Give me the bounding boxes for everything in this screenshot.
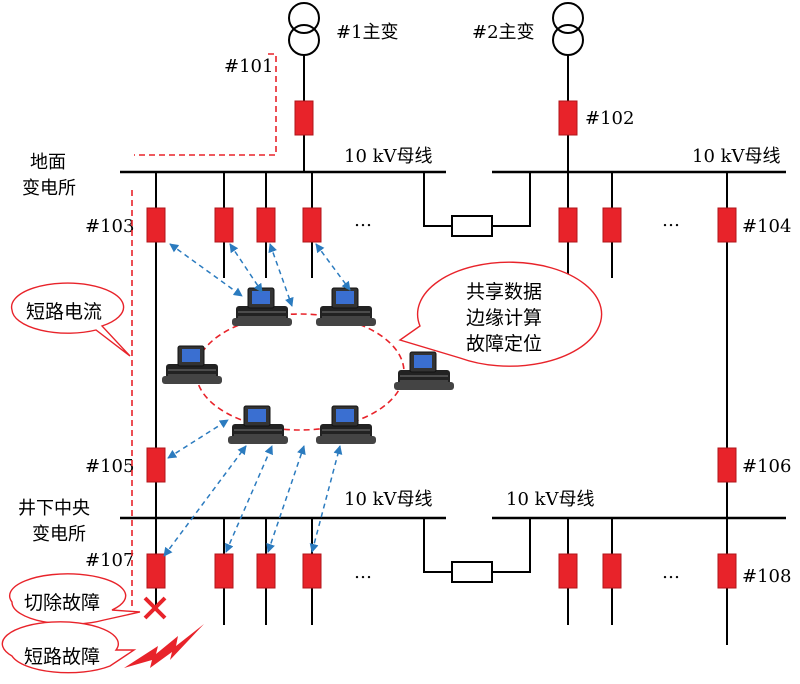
edge-device-5: [227, 405, 289, 445]
underground-station-label-2: 变电所: [32, 524, 86, 545]
breaker-101-label: #101: [224, 56, 273, 77]
ellipsis-top-right: …: [662, 210, 680, 231]
bus-bottom-right-label: 10 kV母线: [506, 489, 595, 510]
callout-edge-line-2: 边缘计算: [466, 307, 542, 329]
breaker-bottom-feeder-4: [558, 553, 578, 589]
breaker-105-label: #105: [85, 456, 134, 477]
callout-edge-line-1: 共享数据: [466, 281, 542, 303]
breaker-102-label: #102: [585, 108, 634, 129]
breaker-105: [146, 447, 166, 483]
callout-short-fault-text: 短路故障: [24, 646, 100, 668]
callout-cut-fault-text: 切除故障: [24, 592, 100, 614]
breaker-103: [146, 207, 166, 243]
breaker-bottom-feeder-3: [302, 553, 322, 589]
tie-bottom-switch: [451, 561, 493, 583]
breaker-108: [717, 553, 737, 589]
ellipsis-bottom-left: …: [354, 562, 372, 583]
breaker-102: [558, 100, 578, 136]
edge-computing-ring: [195, 313, 405, 431]
ground-station-label-1: 地面: [30, 152, 66, 173]
breaker-top-feeder-3: [302, 207, 322, 243]
underground-station-label-1: 井下中央: [18, 498, 90, 519]
bus-bottom-left-label: 10 kV母线: [344, 489, 433, 510]
ellipsis-top-left: …: [354, 210, 372, 231]
short-current-path-top: [134, 53, 277, 156]
breaker-bottom-feeder-5: [602, 553, 622, 589]
breaker-106-label: #106: [742, 456, 791, 477]
breaker-top-feeder-2: [256, 207, 276, 243]
breaker-101: [294, 100, 314, 136]
breaker-104-label: #104: [742, 216, 791, 237]
comm-links: [163, 243, 351, 557]
cut-fault-x-icon: [143, 596, 167, 620]
breaker-104: [717, 207, 737, 243]
transformer-1: [288, 2, 320, 56]
transformer-2-label: #2主变: [472, 22, 535, 43]
callout-short-current-text: 短路电流: [26, 301, 102, 323]
ground-station-label-2: 变电所: [22, 178, 76, 199]
edge-device-3: [161, 345, 223, 385]
bus-top-left-label: 10 kV母线: [344, 146, 433, 167]
breaker-bottom-feeder-2: [256, 553, 276, 589]
breaker-106: [717, 447, 737, 483]
breaker-103-label: #103: [85, 216, 134, 237]
breaker-107: [146, 553, 166, 589]
breaker-top-feeder-5: [602, 207, 622, 243]
breaker-top-feeder-1: [214, 207, 234, 243]
callout-edge-line-3: 故障定位: [466, 333, 542, 355]
callout-cut-fault: 切除故障: [9, 573, 141, 625]
tie-top-right: [492, 172, 531, 227]
breaker-108-label: #108: [742, 566, 791, 587]
breaker-top-feeder-4: [558, 207, 578, 243]
edge-device-1: [231, 287, 293, 327]
transformer-1-label: #1主变: [336, 22, 399, 43]
transformer-2: [552, 2, 584, 56]
tie-bottom-right: [492, 518, 531, 573]
tie-top-left: [423, 172, 452, 227]
callout-edge-computing: 共享数据 边缘计算 故障定位: [398, 261, 603, 367]
breaker-107-label: #107: [85, 550, 134, 571]
edge-device-6: [315, 405, 377, 445]
breaker-bottom-feeder-1: [214, 553, 234, 589]
edge-device-2: [315, 287, 377, 327]
bus-top-right-label: 10 kV母线: [692, 146, 781, 167]
lightning-fault-icon: [124, 624, 204, 668]
tie-top-switch: [451, 215, 493, 237]
callout-short-fault: 短路故障: [1, 621, 137, 674]
callout-short-current: 短路电流: [10, 282, 131, 357]
edge-device-4: [393, 351, 455, 391]
ellipsis-bottom-right: …: [662, 562, 680, 583]
tie-bottom-left: [423, 518, 452, 573]
